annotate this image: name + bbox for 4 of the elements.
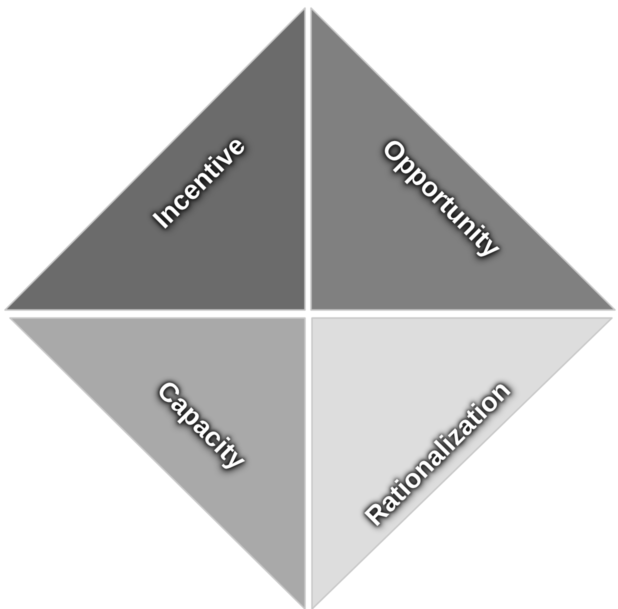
triangle-segment	[312, 318, 612, 609]
triangle-segment	[311, 8, 615, 310]
triangle-segment	[10, 318, 305, 609]
triangle-segment	[5, 8, 305, 310]
